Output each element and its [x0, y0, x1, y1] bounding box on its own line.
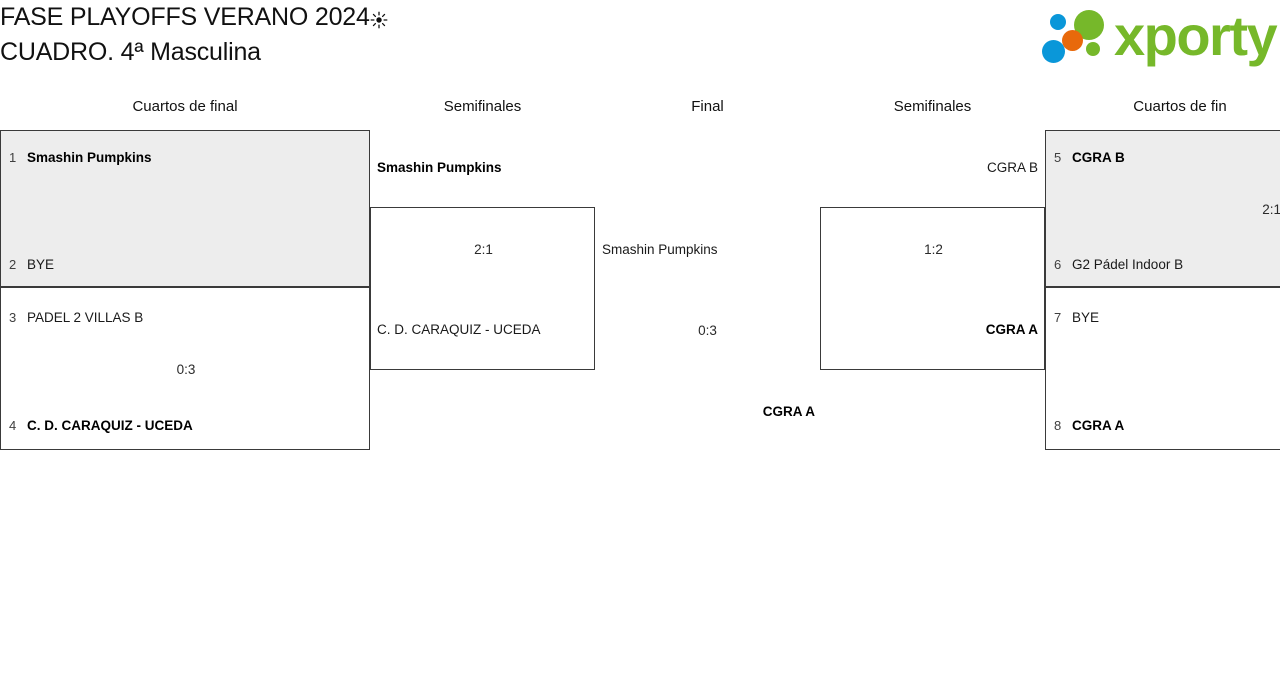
- player-name: CGRA A: [1072, 417, 1125, 433]
- title-line-1: FASE PLAYOFFS VERANO 2024: [0, 0, 760, 35]
- match-score: 1:2: [924, 242, 943, 257]
- seed-number: 4: [9, 417, 17, 433]
- player-name: PADEL 2 VILLAS B: [27, 309, 144, 325]
- player-name: CGRA B: [1072, 149, 1125, 165]
- player-row[interactable]: 2 BYE: [1, 253, 369, 275]
- match-score: 2:1: [1262, 202, 1280, 217]
- seed-number: 3: [9, 309, 17, 325]
- seed-number: 8: [1054, 417, 1062, 433]
- player-row[interactable]: 1 Smashin Pumpkins: [1, 146, 369, 168]
- title-line-2: CUADRO. 4ª Masculina: [0, 38, 261, 66]
- logo-dot-orange: [1062, 30, 1083, 51]
- player-row[interactable]: 3 PADEL 2 VILLAS B: [1, 306, 369, 328]
- player-name: BYE: [1072, 309, 1100, 325]
- tournament-name: FASE PLAYOFFS VERANO 2024: [0, 3, 370, 31]
- player-row[interactable]: 6 G2 Pádel Indoor B: [1046, 253, 1280, 275]
- match-score: 0:3: [176, 362, 196, 377]
- player-row[interactable]: 8 CGRA A: [1046, 414, 1280, 436]
- seed-number: 7: [1054, 309, 1062, 325]
- seed-number: 2: [9, 256, 17, 272]
- seed-number: 1: [9, 149, 17, 165]
- round-header-sf-left: Semifinales: [443, 98, 522, 115]
- logo-dot-green-small: [1086, 42, 1100, 56]
- seed-number: 5: [1054, 149, 1062, 165]
- logo-dots-icon: [1040, 10, 1112, 68]
- sf-right-top-player[interactable]: CGRA B: [986, 160, 1038, 175]
- match-score: 2:1: [474, 242, 493, 257]
- xporty-logo: xporty: [1040, 4, 1278, 70]
- sf-right-bottom-player[interactable]: CGRA A: [985, 322, 1038, 337]
- match-box-qf-right-1[interactable]: 5 CGRA B 6 G2 Pádel Indoor B 2:1: [1045, 130, 1280, 287]
- sf-left-top-player[interactable]: Smashin Pumpkins: [377, 160, 502, 175]
- round-header-qf-left: Cuartos de final: [132, 98, 238, 115]
- player-row[interactable]: 7 BYE: [1046, 306, 1280, 328]
- sf-left-bottom-player[interactable]: C. D. CARAQUIZ - UCEDA: [377, 322, 541, 337]
- player-name: Smashin Pumpkins: [27, 149, 152, 165]
- match-box-sf-right[interactable]: 1:2: [820, 207, 1045, 370]
- final-top-player[interactable]: Smashin Pumpkins: [602, 242, 718, 257]
- logo-dot-blue-large: [1042, 40, 1065, 63]
- player-name: BYE: [27, 256, 55, 272]
- player-row[interactable]: 4 C. D. CARAQUIZ - UCEDA: [1, 414, 369, 436]
- round-header-qf-right: Cuartos de fin: [1133, 98, 1227, 115]
- match-box-sf-left[interactable]: 2:1: [370, 207, 595, 370]
- seed-number: 6: [1054, 256, 1062, 272]
- player-name: G2 Pádel Indoor B: [1072, 256, 1184, 272]
- round-header-sf-right: Semifinales: [893, 98, 972, 115]
- round-header-final: Final: [691, 98, 724, 115]
- final-winner-player[interactable]: CGRA A: [762, 404, 815, 419]
- logo-wordmark: xporty: [1114, 4, 1278, 67]
- player-name: C. D. CARAQUIZ - UCEDA: [27, 417, 193, 433]
- match-box-qf-left-1[interactable]: 1 Smashin Pumpkins 2 BYE: [0, 130, 370, 287]
- match-box-qf-right-2[interactable]: 7 BYE 8 CGRA A: [1045, 287, 1280, 450]
- sun-icon: [370, 1, 388, 35]
- page-title: FASE PLAYOFFS VERANO 2024 CUA: [0, 0, 760, 69]
- final-score: 0:3: [698, 323, 717, 338]
- logo-dot-blue-small: [1050, 14, 1066, 30]
- player-row[interactable]: 5 CGRA B: [1046, 146, 1280, 168]
- match-box-qf-left-2[interactable]: 3 PADEL 2 VILLAS B 4 C. D. CARAQUIZ - UC…: [0, 287, 370, 450]
